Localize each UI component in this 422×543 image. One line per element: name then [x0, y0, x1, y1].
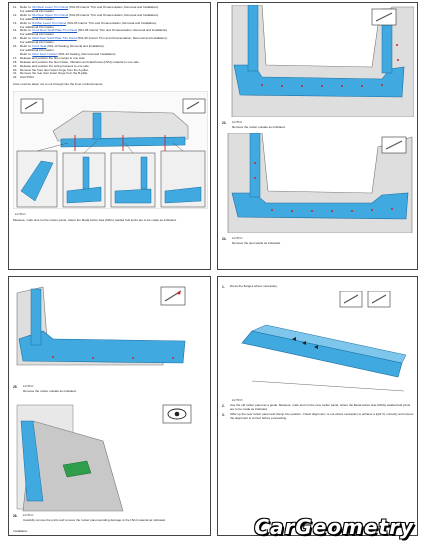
nvh-material-joint-figure — [16, 404, 192, 512]
step-text: Refer to: — [20, 29, 33, 33]
procedure-step: For additional information. — [13, 49, 207, 53]
procedure-link[interactable]: B-Pillar Lower Trim Panel — [32, 21, 67, 25]
step-text-rest: (501-05 Interior Trim and Ornamentation,… — [77, 29, 169, 33]
procedure-link[interactable]: RH Rear Upper Trim Panel — [32, 13, 69, 17]
step-number: 13. — [13, 21, 18, 25]
manual-page-2: 23. E178811 Remove the rocker outside as… — [217, 2, 418, 270]
step-text: Release and position the floor carpet to… — [20, 56, 86, 60]
step-number: 14. — [13, 29, 18, 33]
procedure-step: For additional information. — [13, 33, 207, 37]
procedure-step: 21.Remove the rear door lower hinge from… — [13, 72, 207, 76]
step-text: Remove the rear door lower hinge from th… — [20, 72, 89, 76]
figure-reference: E178810 — [15, 213, 26, 216]
rocker-outside-removal-figure-2 — [16, 286, 186, 366]
procedure-step: 17.Release and position the floor carpet… — [13, 57, 207, 61]
step-text: Dress the flanges where necessary. — [230, 284, 278, 288]
procedure-step: 16.Refer to: Front Seat (501-10 Seating,… — [13, 45, 207, 49]
step-text: Release and position the wiring harness … — [20, 64, 90, 68]
figure-reference: E178813 — [23, 385, 34, 388]
figure-reference: E178811 — [232, 121, 243, 124]
procedure-link[interactable]: Front Door Scuff Plate Trim Panel — [32, 29, 78, 33]
step-text-rest: (501-10 Seating, Removal and Installatio… — [46, 45, 105, 49]
step-text: Offer up the new rocker panel and clamp … — [230, 412, 414, 420]
step-text: Use the old rocker panel as a guide. Mea… — [230, 403, 411, 411]
step-text: Refer to: — [20, 13, 33, 17]
step-text: Refer to: — [20, 52, 33, 56]
procedure-link[interactable]: Front Seat — [32, 45, 47, 49]
procedure-step: 14.Refer to: Front Door Scuff Plate Trim… — [13, 29, 207, 33]
procedure-link[interactable]: Rear Door Scuff Plate Trim Panel — [32, 37, 77, 41]
manual-page-3: 25. E178813 Remove the rocker outside as… — [8, 276, 211, 536]
step-text-rest: (501-05 Interior Trim and Ornamentation,… — [76, 37, 168, 41]
step-text: For additional information. — [20, 17, 55, 21]
step-text: Release and position the floor Noise, Vi… — [20, 60, 140, 64]
step-text: Refer to: — [20, 37, 33, 41]
step-text: Carefully remove the joints and remove t… — [23, 518, 166, 522]
step-text: Refer to: — [20, 21, 33, 25]
procedure-step: 18.Release and position the floor Noise,… — [13, 61, 207, 65]
procedure-step: 20.Remove the front door lower hinge fro… — [13, 69, 207, 73]
step-text: For additional information. — [20, 25, 55, 29]
procedure-link[interactable]: RH Rear Lower Trim Panel — [32, 6, 69, 9]
manual-page-4: 1. Dress the flanges where necessary. E1… — [217, 276, 418, 536]
step-number: 24. — [222, 237, 227, 241]
procedure-step: 13.Refer to: B-Pillar Lower Trim Panel (… — [13, 22, 207, 26]
step-number: 17. — [13, 56, 18, 60]
new-rocker-panel-figure — [241, 291, 407, 392]
step-text-rest: (501-10 Seating, Removal and Installatio… — [57, 52, 117, 56]
step-text: For additional information. — [20, 48, 55, 52]
step-number: 22. — [13, 76, 18, 80]
figure-reference: E178815 — [232, 399, 243, 402]
step-number: 3. — [222, 413, 225, 417]
procedure-step: 15.Refer to: Rear Door Scuff Plate Trim … — [13, 37, 207, 41]
step-text: Refer to: — [20, 45, 33, 49]
step-text: For additional information. — [20, 41, 55, 45]
step-number: 15. — [13, 37, 18, 41]
step-text: For additional information. — [20, 33, 55, 37]
step-number: 18. — [13, 60, 18, 64]
step-number: 23. — [222, 121, 227, 125]
procedure-step: For additional information. — [13, 26, 207, 30]
spot-weld-removal-figure — [227, 133, 413, 233]
procedure-step: Refer to: Rear Seat Cushion (501-10 Seat… — [13, 53, 207, 57]
step-text-rest: (501-05 Interior Trim and Ornamentation,… — [66, 21, 158, 25]
procedure-link[interactable]: Rear Seat Cushion — [32, 52, 58, 56]
procedure-step: 19.Release and position the wiring harne… — [13, 65, 207, 69]
figure-reference: E178812 — [232, 237, 243, 240]
procedure-step: 11.Refer to: RH Rear Lower Trim Panel (5… — [13, 6, 207, 10]
step-text: Refer to: — [20, 6, 33, 9]
watermark-logo: CarGeometry — [254, 515, 414, 539]
step-number: 19. — [13, 64, 18, 68]
procedure-step: 12.Refer to: RH Rear Upper Trim Panel (5… — [13, 14, 207, 18]
step-text-rest: (501-05 Interior Trim and Ornamentation,… — [68, 13, 160, 17]
step-text: Remove the rocker outside as indicated. — [23, 389, 77, 393]
step-number: 11. — [13, 6, 17, 9]
rocker-outside-removal-figure — [231, 5, 414, 117]
step-number: 21. — [13, 72, 18, 76]
step-text: For additional information. — [20, 9, 55, 13]
step-text: CAUTION: — [20, 76, 35, 80]
step-number: 2. — [222, 404, 225, 408]
figure-reference: E178814 — [23, 514, 34, 517]
caution-text: Care must be taken not to cut through in… — [13, 82, 104, 86]
section-heading: Installation — [13, 529, 28, 533]
rocker-panel-cut-locations-figure — [13, 91, 208, 209]
procedure-step: For additional information. — [13, 10, 207, 14]
step-number: 26. — [13, 514, 18, 518]
procedure-step: For additional information. — [13, 41, 207, 45]
procedure-steps: 11.Refer to: RH Rear Lower Trim Panel (5… — [13, 6, 207, 80]
step-text: Remove the spot welds as indicated. — [232, 241, 281, 245]
step-number: 1. — [222, 285, 225, 289]
step-number: 20. — [13, 68, 18, 72]
step-number: 16. — [13, 45, 18, 49]
figure-caption: Measure, mark and cut the rocker panel, … — [13, 218, 177, 222]
step-number: 25. — [13, 385, 18, 389]
step-text-rest: (501-05 Interior Trim and Ornamentation,… — [68, 6, 160, 9]
step-text: Remove the rocker outside as indicated. — [232, 125, 286, 129]
procedure-step: For additional information. — [13, 18, 207, 22]
manual-page-1: 11.Refer to: RH Rear Lower Trim Panel (5… — [8, 2, 211, 270]
step-number: 12. — [13, 13, 18, 17]
step-text: Remove the front door lower hinge from t… — [20, 68, 89, 72]
procedure-step: 22.CAUTION: — [13, 76, 207, 80]
